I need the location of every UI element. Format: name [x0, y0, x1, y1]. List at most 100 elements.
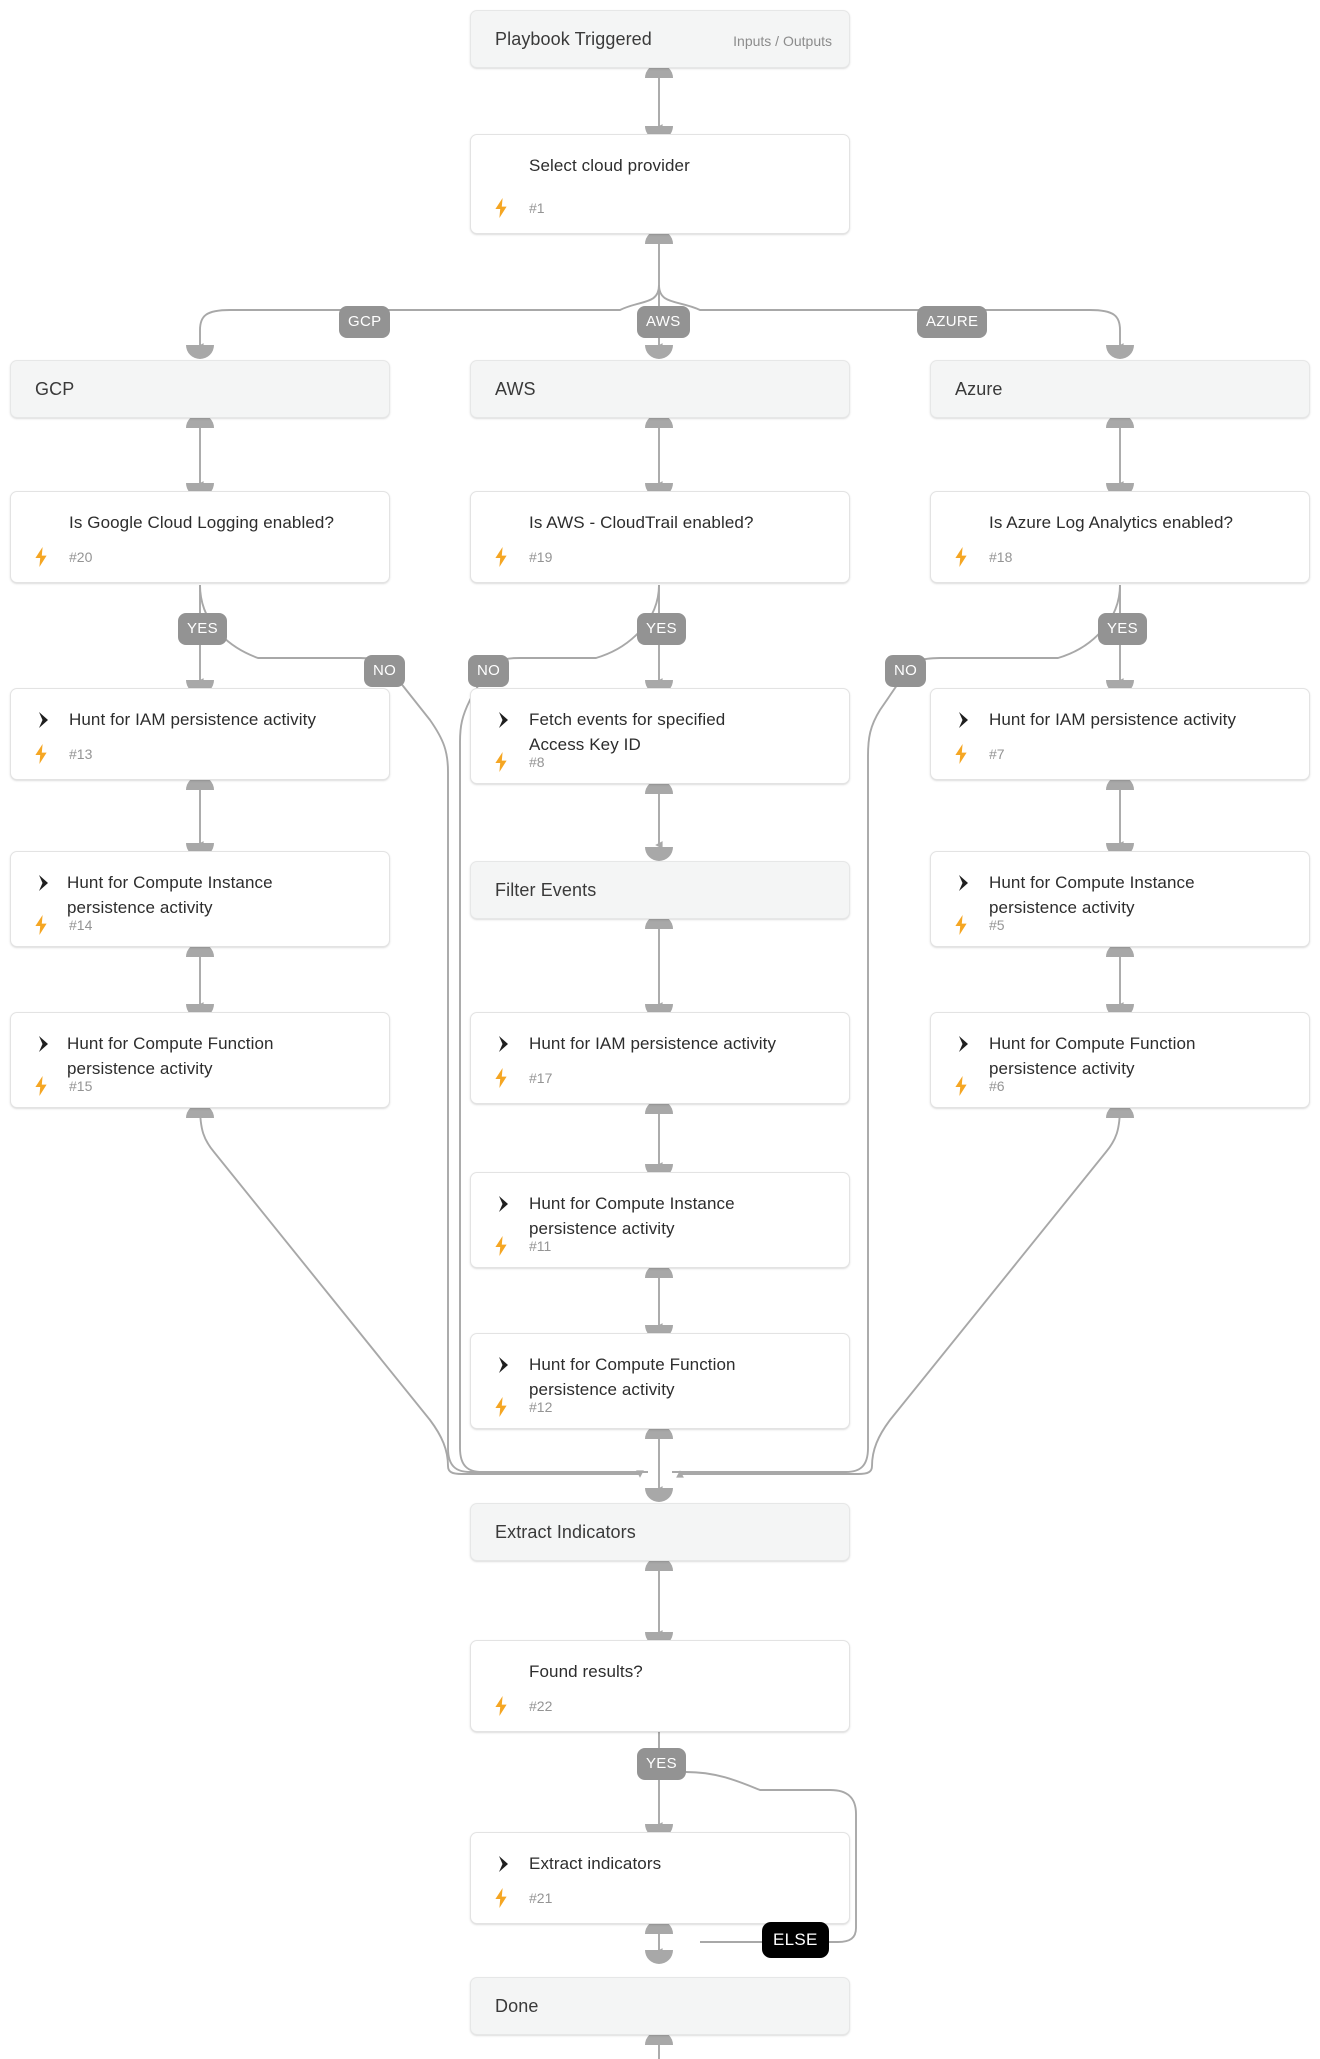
node-section-filter-events[interactable]: Filter Events — [470, 861, 850, 919]
lightning-icon — [495, 1397, 507, 1417]
node-is-aws-cloudtrail-enabled[interactable]: Is AWS - CloudTrail enabled? #19 — [470, 491, 850, 583]
lightning-icon — [495, 198, 507, 218]
node-title: Extract Indicators — [495, 1522, 636, 1542]
lightning-icon — [495, 1068, 507, 1088]
node-footer: #18 — [953, 546, 1012, 568]
edge-label-yes-gcp: YES — [178, 613, 227, 645]
node-title: Is Azure Log Analytics enabled? — [989, 513, 1234, 532]
node-number: #7 — [989, 746, 1005, 762]
lightning-icon — [495, 752, 507, 772]
lightning-icon — [495, 1888, 507, 1908]
node-title: Extract indicators — [529, 1854, 662, 1873]
node-footer: #13 — [33, 743, 92, 765]
node-number: #11 — [529, 1238, 552, 1254]
node-title: Playbook Triggered — [495, 29, 652, 49]
node-hunt-compute-function-azure[interactable]: Hunt for Compute Function persistence ac… — [930, 1012, 1310, 1108]
chevron-right-icon — [493, 1033, 515, 1055]
chevron-right-icon — [953, 1033, 975, 1055]
lightning-icon — [495, 1696, 507, 1716]
lightning-icon — [495, 547, 507, 567]
node-fetch-events-access-key-id[interactable]: Fetch events for specified Access Key ID… — [470, 688, 850, 784]
node-footer: #8 — [493, 751, 545, 773]
node-hunt-compute-function-gcp[interactable]: Hunt for Compute Function persistence ac… — [10, 1012, 390, 1108]
chevron-right-icon — [493, 1853, 515, 1875]
node-title: Done — [495, 1996, 539, 2016]
node-title: Hunt for Compute Instance persistence ac… — [67, 873, 273, 917]
node-playbook-triggered[interactable]: Playbook Triggered Inputs / Outputs — [470, 10, 850, 68]
node-number: #21 — [529, 1890, 553, 1906]
node-section-extract-indicators[interactable]: Extract Indicators — [470, 1503, 850, 1561]
edge-label-aws: AWS — [637, 306, 690, 338]
node-hunt-iam-persistence-azure[interactable]: Hunt for IAM persistence activity #7 — [930, 688, 1310, 780]
inputs-outputs-label: Inputs / Outputs — [733, 33, 832, 49]
node-footer: #7 — [953, 743, 1005, 765]
node-title: Filter Events — [495, 880, 597, 900]
connector-handle — [1106, 345, 1134, 359]
node-number: #19 — [529, 549, 553, 565]
node-hunt-compute-instance-azure[interactable]: Hunt for Compute Instance persistence ac… — [930, 851, 1310, 947]
node-section-aws[interactable]: AWS — [470, 360, 850, 418]
node-number: #5 — [989, 917, 1005, 933]
lightning-icon — [495, 1236, 507, 1256]
node-number: #22 — [529, 1698, 553, 1714]
node-hunt-iam-persistence-gcp[interactable]: Hunt for IAM persistence activity #13 — [10, 688, 390, 780]
chevron-right-icon — [953, 872, 975, 894]
node-footer: #19 — [493, 546, 552, 568]
node-title: Is AWS - CloudTrail enabled? — [529, 513, 754, 532]
node-hunt-compute-instance-aws[interactable]: Hunt for Compute Instance persistence ac… — [470, 1172, 850, 1268]
node-hunt-iam-persistence-aws[interactable]: Hunt for IAM persistence activity #17 — [470, 1012, 850, 1104]
node-number: #18 — [989, 549, 1013, 565]
lightning-icon — [35, 915, 47, 935]
node-title: Hunt for Compute Function persistence ac… — [67, 1034, 274, 1078]
node-title: Hunt for Compute Function persistence ac… — [989, 1034, 1196, 1078]
chevron-right-icon — [493, 1354, 515, 1376]
lightning-icon — [955, 744, 967, 764]
node-footer: #17 — [493, 1067, 552, 1089]
node-footer: #21 — [493, 1887, 552, 1909]
node-hunt-compute-function-aws[interactable]: Hunt for Compute Function persistence ac… — [470, 1333, 850, 1429]
node-number: #20 — [69, 549, 93, 565]
node-footer: #15 — [33, 1075, 92, 1097]
node-title: Hunt for Compute Function persistence ac… — [529, 1355, 736, 1399]
node-title: Hunt for Compute Instance persistence ac… — [529, 1194, 735, 1238]
node-section-gcp[interactable]: GCP — [10, 360, 390, 418]
node-title: Fetch events for specified Access Key ID — [529, 710, 726, 754]
edge-label-no-gcp: NO — [364, 655, 406, 687]
node-done[interactable]: Done — [470, 1977, 850, 2035]
edge-label-azure: AZURE — [917, 306, 988, 338]
node-title: Is Google Cloud Logging enabled? — [69, 513, 335, 532]
node-is-azure-log-analytics-enabled[interactable]: Is Azure Log Analytics enabled? #18 — [930, 491, 1310, 583]
node-number: #8 — [529, 754, 545, 770]
node-number: #12 — [529, 1399, 553, 1415]
condition-diamond-icon — [493, 1661, 515, 1683]
node-title: Found results? — [529, 1662, 643, 1681]
connector-handle — [645, 1488, 673, 1502]
node-title: Hunt for IAM persistence activity — [69, 710, 317, 729]
node-section-azure[interactable]: Azure — [930, 360, 1310, 418]
node-title: Hunt for IAM persistence activity — [989, 710, 1237, 729]
node-footer: #12 — [493, 1396, 552, 1418]
lightning-icon — [35, 744, 47, 764]
chevron-right-icon — [33, 709, 55, 731]
connector-handle — [186, 345, 214, 359]
node-number: #15 — [69, 1078, 93, 1094]
node-hunt-compute-instance-gcp[interactable]: Hunt for Compute Instance persistence ac… — [10, 851, 390, 947]
node-select-cloud-provider[interactable]: Select cloud provider #1 — [470, 134, 850, 234]
node-number: #13 — [69, 746, 93, 762]
node-footer: #20 — [33, 546, 92, 568]
condition-diamond-icon — [493, 512, 515, 534]
node-title: Hunt for Compute Instance persistence ac… — [989, 873, 1195, 917]
node-title: Azure — [955, 379, 1003, 399]
condition-diamond-icon — [493, 155, 515, 177]
lightning-icon — [35, 547, 47, 567]
edge-label-gcp: GCP — [339, 306, 391, 338]
node-found-results[interactable]: Found results? #22 — [470, 1640, 850, 1732]
edge-label-yes-found: YES — [637, 1748, 686, 1780]
node-number: #14 — [69, 917, 93, 933]
node-title: GCP — [35, 379, 75, 399]
edge-label-no-azure: NO — [885, 655, 927, 687]
node-is-google-cloud-logging-enabled[interactable]: Is Google Cloud Logging enabled? #20 — [10, 491, 390, 583]
node-extract-indicators-task[interactable]: Extract indicators #21 — [470, 1832, 850, 1924]
chevron-right-icon — [493, 1193, 515, 1215]
